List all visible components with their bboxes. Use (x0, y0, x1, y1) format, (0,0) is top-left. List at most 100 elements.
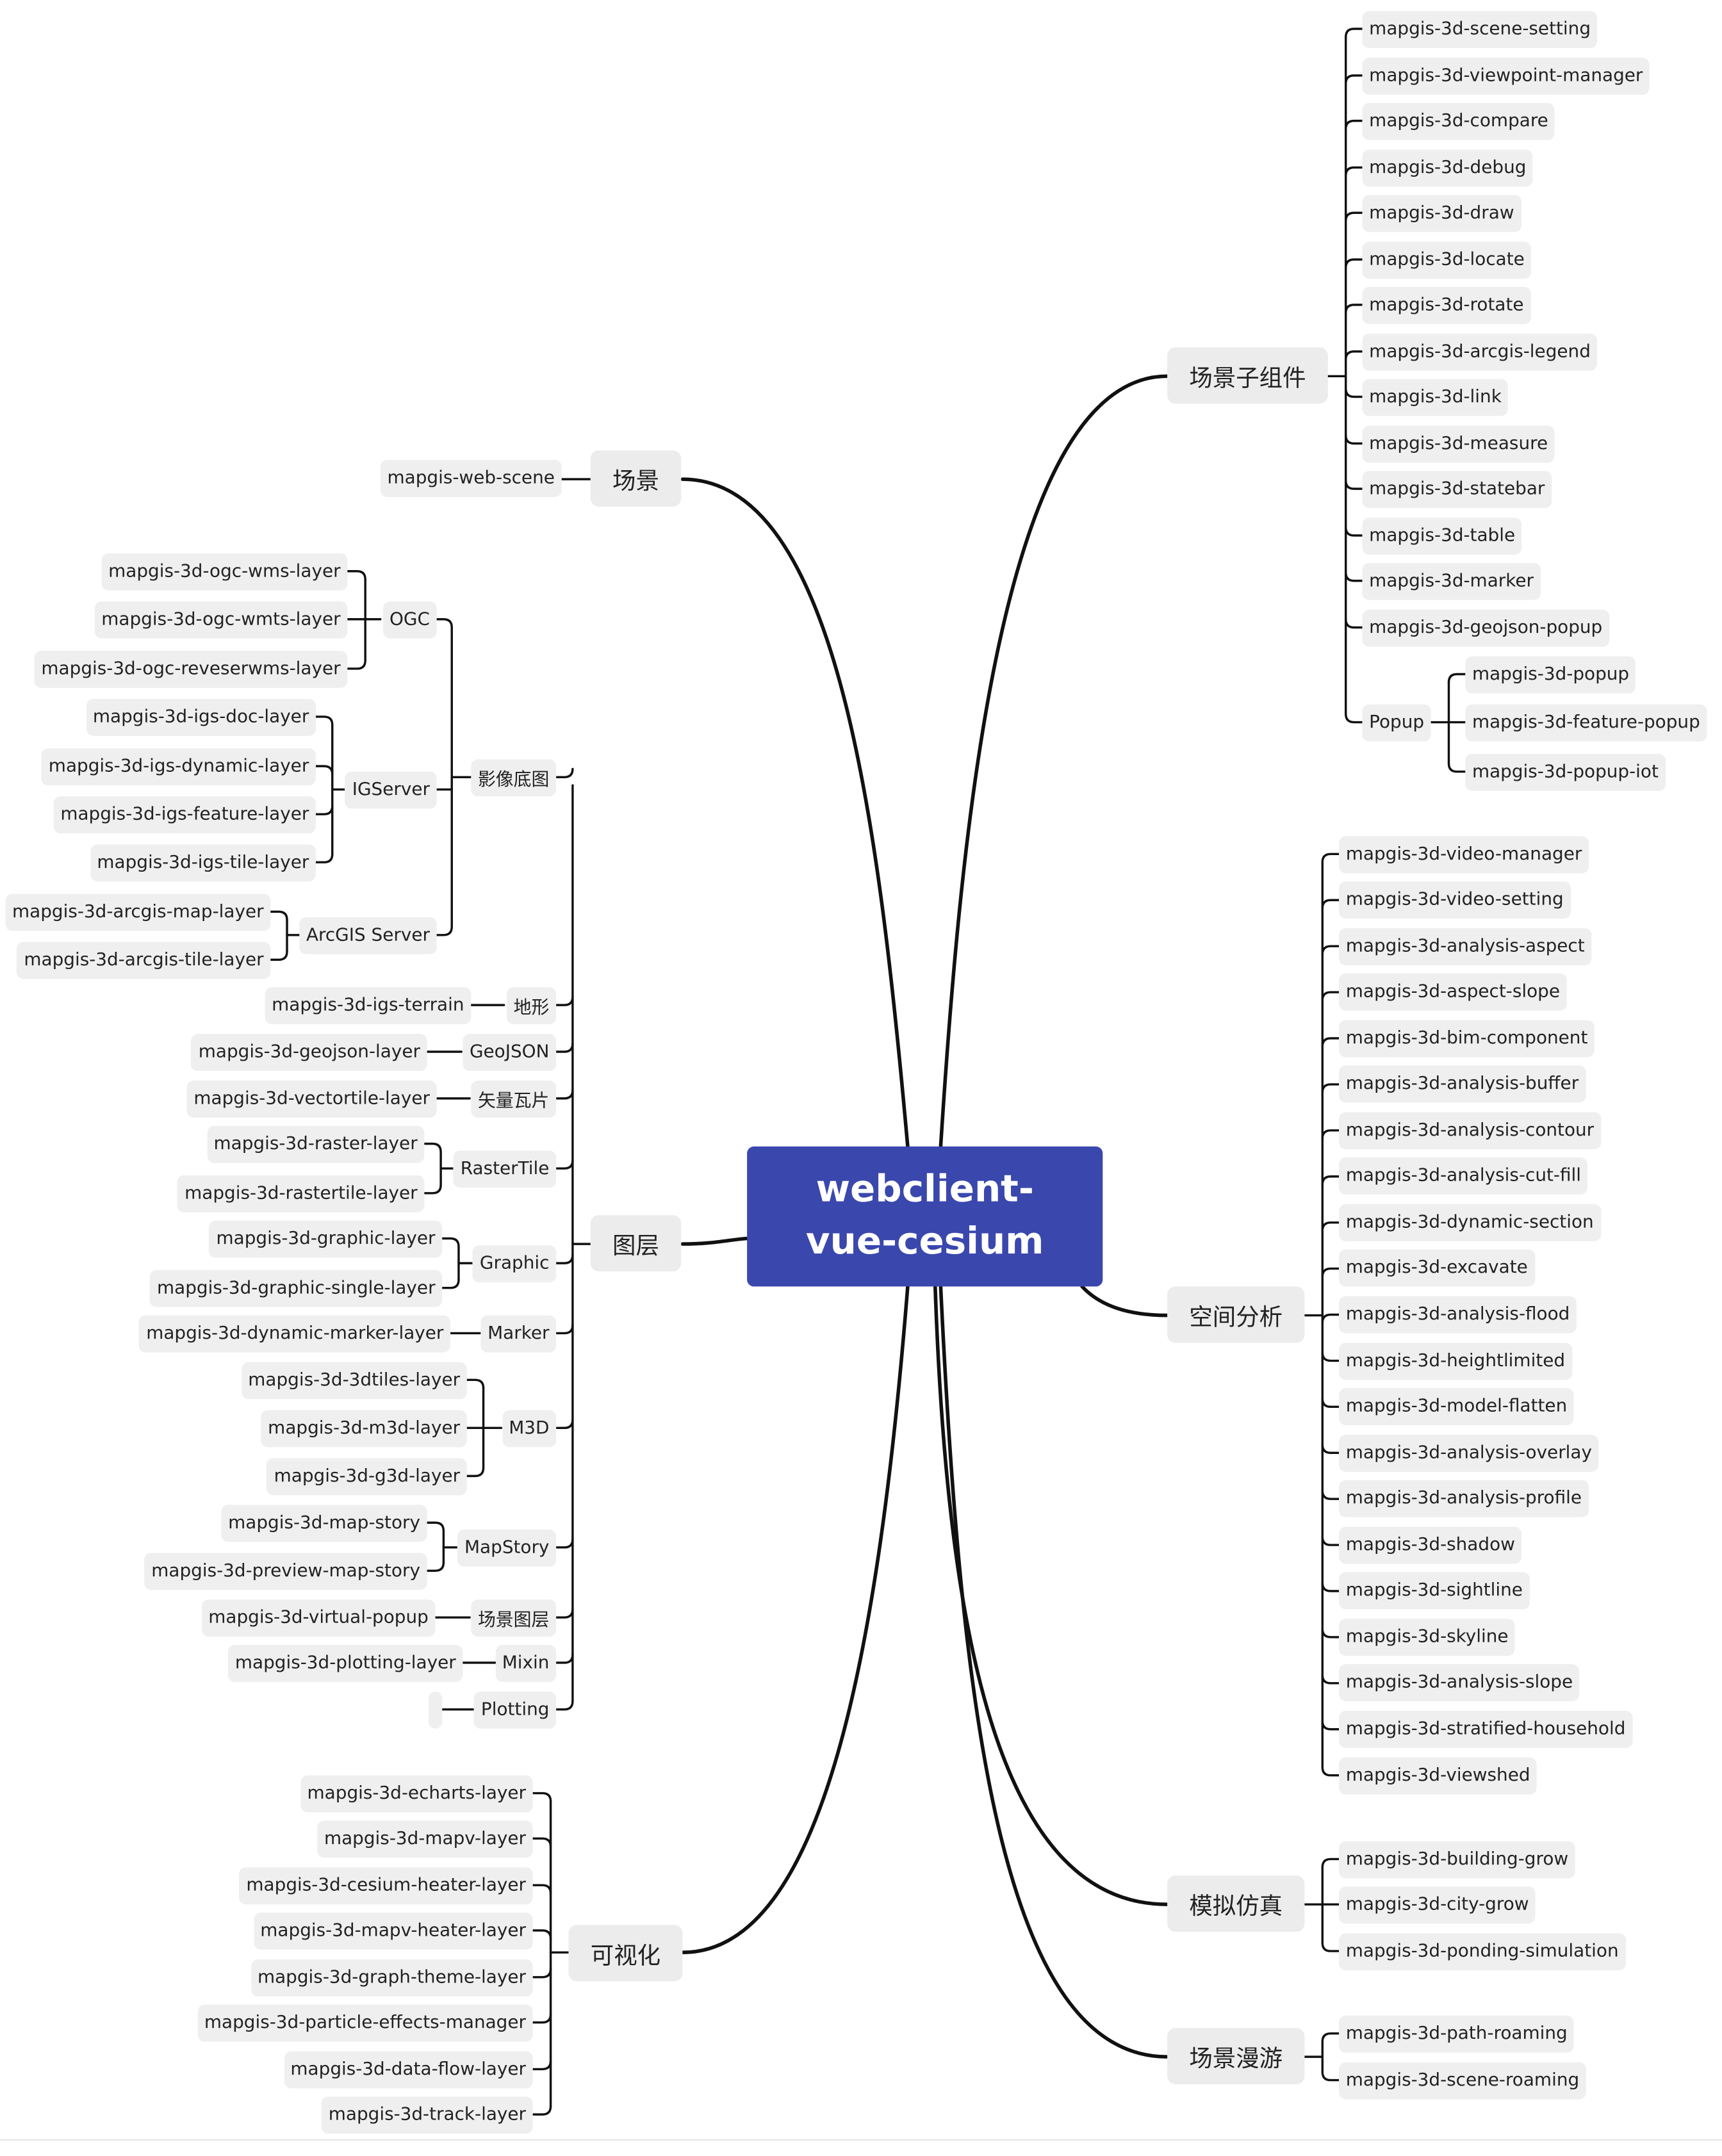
leaf-analysis-7[interactable]: mapgis-3d-analysis-cut-fill (1339, 1157, 1588, 1195)
leaf-analysis-16[interactable]: mapgis-3d-sightline (1339, 1572, 1530, 1610)
leaf-popup-0[interactable]: mapgis-3d-popup (1465, 655, 1636, 693)
category-m3d[interactable]: M3D (502, 1409, 557, 1447)
leaf-cat3[interactable]: mapgis-3d-vectortile-layer (186, 1079, 437, 1117)
leaf-sim-1[interactable]: mapgis-3d-city-grow (1339, 1886, 1536, 1923)
leaf-analysis-4[interactable]: mapgis-3d-bim-component (1339, 1020, 1595, 1057)
leaf-analysis-15[interactable]: mapgis-3d-shadow (1339, 1526, 1522, 1564)
leaf-analysis-8[interactable]: mapgis-3d-dynamic-section (1339, 1204, 1601, 1241)
leaf-roam-0[interactable]: mapgis-3d-path-roaming (1339, 2014, 1575, 2052)
leaf-igs-1[interactable]: mapgis-3d-igs-dynamic-layer (42, 747, 316, 785)
leaf-popup-2[interactable]: mapgis-3d-popup-iot (1465, 753, 1666, 790)
leaf-analysis-12[interactable]: mapgis-3d-model-flatten (1339, 1388, 1574, 1426)
leaf-comp-5[interactable]: mapgis-3d-locate (1362, 241, 1532, 279)
leaf-cat2[interactable]: mapgis-3d-geojson-layer (191, 1033, 427, 1070)
leaf-cat1[interactable]: mapgis-3d-igs-terrain (265, 986, 472, 1024)
leaf-analysis-10[interactable]: mapgis-3d-analysis-flood (1339, 1296, 1577, 1334)
leaf-cat7-2[interactable]: mapgis-3d-g3d-layer (266, 1457, 467, 1495)
leaf-comp-13[interactable]: mapgis-3d-geojson-popup (1362, 608, 1609, 646)
category-rastertile[interactable]: RasterTile (454, 1150, 557, 1188)
leaf-roam-1[interactable]: mapgis-3d-scene-roaming (1339, 2061, 1586, 2099)
leaf-vis-3[interactable]: mapgis-3d-mapv-heater-layer (253, 1911, 533, 1949)
leaf-cat4-1[interactable]: mapgis-3d-rastertile-layer (177, 1174, 425, 1212)
leaf-cat8-0[interactable]: mapgis-3d-map-story (221, 1504, 427, 1542)
leaf-cat6[interactable]: mapgis-3d-dynamic-marker-layer (139, 1314, 451, 1352)
leaf-vis-1[interactable]: mapgis-3d-mapv-layer (317, 1820, 533, 1858)
leaf-vis-5[interactable]: mapgis-3d-particle-effects-manager (197, 2004, 533, 2041)
category-imagery-basemap[interactable]: 影像底图 (471, 758, 557, 796)
leaf-analysis-0[interactable]: mapgis-3d-video-manager (1339, 835, 1589, 873)
leaf-sim-0[interactable]: mapgis-3d-building-grow (1339, 1840, 1575, 1878)
leaf-igs-3[interactable]: mapgis-3d-igs-tile-layer (90, 844, 316, 881)
leaf-cat5-0[interactable]: mapgis-3d-graphic-layer (209, 1220, 443, 1257)
leaf-comp-0[interactable]: mapgis-3d-scene-setting (1362, 10, 1598, 47)
leaf-igs-0[interactable]: mapgis-3d-igs-doc-layer (86, 698, 316, 735)
category-geojson[interactable]: GeoJSON (463, 1033, 557, 1070)
leaf-comp-11[interactable]: mapgis-3d-table (1362, 517, 1522, 554)
leaf-cat7-0[interactable]: mapgis-3d-3dtiles-layer (241, 1361, 467, 1399)
leaf-comp-4[interactable]: mapgis-3d-draw (1362, 194, 1521, 232)
leaf-ogc-2[interactable]: mapgis-3d-ogc-reveserwms-layer (34, 649, 348, 687)
leaf-vis-6[interactable]: mapgis-3d-data-flow-layer (283, 2050, 533, 2088)
leaf-ogc-1[interactable]: mapgis-3d-ogc-wmts-layer (94, 600, 348, 638)
leaf-web-scene[interactable]: mapgis-web-scene (380, 460, 562, 497)
leaf-cat8-1[interactable]: mapgis-3d-preview-map-story (144, 1552, 427, 1590)
leaf-comp-2[interactable]: mapgis-3d-compare (1362, 102, 1555, 140)
leaf-analysis-3[interactable]: mapgis-3d-aspect-slope (1339, 974, 1567, 1011)
leaf-comp-3[interactable]: mapgis-3d-debug (1362, 149, 1534, 186)
leaf-comp-9[interactable]: mapgis-3d-measure (1362, 425, 1555, 462)
leaf-comp-7[interactable]: mapgis-3d-arcgis-legend (1362, 332, 1598, 370)
leaf-analysis-14[interactable]: mapgis-3d-analysis-profile (1339, 1480, 1589, 1518)
category-vector-tile[interactable]: 矢量瓦片 (471, 1079, 557, 1117)
category-mixin[interactable]: Mixin (495, 1644, 557, 1681)
leaf-comp-1[interactable]: mapgis-3d-viewpoint-manager (1362, 56, 1650, 94)
leaf-vis-0[interactable]: mapgis-3d-echarts-layer (300, 1774, 533, 1812)
leaf-cat11[interactable]: mapgis-3d-plotting-layer (228, 1644, 463, 1681)
category-marker[interactable]: Marker (480, 1314, 557, 1352)
leaf-comp-10[interactable]: mapgis-3d-statebar (1362, 470, 1552, 508)
branch-spatial-analysis[interactable]: 空间分析 (1167, 1286, 1305, 1343)
group-arcgis-server[interactable]: ArcGIS Server (299, 916, 437, 954)
leaf-ogc-0[interactable]: mapgis-3d-ogc-wms-layer (101, 552, 348, 590)
leaf-igs-2[interactable]: mapgis-3d-igs-feature-layer (53, 796, 316, 833)
leaf-arcgis-0[interactable]: mapgis-3d-arcgis-map-layer (5, 893, 271, 931)
branch-scene[interactable]: 场景 (590, 450, 682, 507)
leaf-vis-7[interactable]: mapgis-3d-track-layer (322, 2096, 533, 2134)
category-graphic[interactable]: Graphic (473, 1245, 557, 1282)
leaf-vis-2[interactable]: mapgis-3d-cesium-heater-layer (239, 1866, 533, 1904)
branch-layers[interactable]: 图层 (590, 1215, 682, 1271)
branch-roaming[interactable]: 场景漫游 (1167, 2028, 1305, 2084)
leaf-cat10[interactable]: mapgis-3d-virtual-popup (201, 1599, 436, 1637)
leaf-analysis-17[interactable]: mapgis-3d-skyline (1339, 1618, 1516, 1656)
leaf-analysis-2[interactable]: mapgis-3d-analysis-aspect (1339, 927, 1592, 965)
leaf-analysis-20[interactable]: mapgis-3d-viewshed (1339, 1756, 1538, 1794)
branch-simulation[interactable]: 模拟仿真 (1167, 1875, 1305, 1932)
group-popup[interactable]: Popup (1362, 703, 1431, 741)
leaf-comp-6[interactable]: mapgis-3d-rotate (1362, 286, 1531, 323)
category-mapstory[interactable]: MapStory (457, 1528, 557, 1566)
leaf-sim-2[interactable]: mapgis-3d-ponding-simulation (1339, 1932, 1626, 1970)
leaf-analysis-1[interactable]: mapgis-3d-video-setting (1339, 881, 1571, 919)
leaf-analysis-9[interactable]: mapgis-3d-excavate (1339, 1250, 1535, 1287)
branch-scene-components[interactable]: 场景子组件 (1167, 347, 1328, 404)
leaf-comp-8[interactable]: mapgis-3d-link (1362, 378, 1509, 416)
leaf-analysis-13[interactable]: mapgis-3d-analysis-overlay (1339, 1434, 1599, 1472)
leaf-popup-1[interactable]: mapgis-3d-feature-popup (1465, 703, 1707, 741)
leaf-analysis-11[interactable]: mapgis-3d-heightlimited (1339, 1342, 1572, 1380)
leaf-vis-4[interactable]: mapgis-3d-graph-theme-layer (250, 1958, 533, 1996)
leaf-analysis-19[interactable]: mapgis-3d-stratified-household (1339, 1710, 1633, 1748)
branch-visualization[interactable]: 可视化 (568, 1925, 683, 1982)
category-scene-layer[interactable]: 场景图层 (471, 1599, 557, 1637)
leaf-arcgis-1[interactable]: mapgis-3d-arcgis-tile-layer (17, 941, 271, 979)
central-topic[interactable]: webclient-vue-cesium (747, 1146, 1103, 1287)
leaf-cat4-0[interactable]: mapgis-3d-raster-layer (206, 1125, 425, 1163)
group-igserver[interactable]: IGServer (345, 771, 437, 808)
leaf-analysis-5[interactable]: mapgis-3d-analysis-buffer (1339, 1065, 1586, 1103)
category-terrain[interactable]: 地形 (506, 986, 557, 1024)
leaf-cat12[interactable] (428, 1690, 443, 1728)
leaf-cat5-1[interactable]: mapgis-3d-graphic-single-layer (150, 1269, 443, 1307)
leaf-analysis-18[interactable]: mapgis-3d-analysis-slope (1339, 1664, 1580, 1702)
leaf-analysis-6[interactable]: mapgis-3d-analysis-contour (1339, 1111, 1601, 1149)
category-plotting[interactable]: Plotting (474, 1690, 557, 1728)
leaf-cat7-1[interactable]: mapgis-3d-m3d-layer (261, 1409, 467, 1447)
leaf-comp-12[interactable]: mapgis-3d-marker (1362, 562, 1541, 600)
